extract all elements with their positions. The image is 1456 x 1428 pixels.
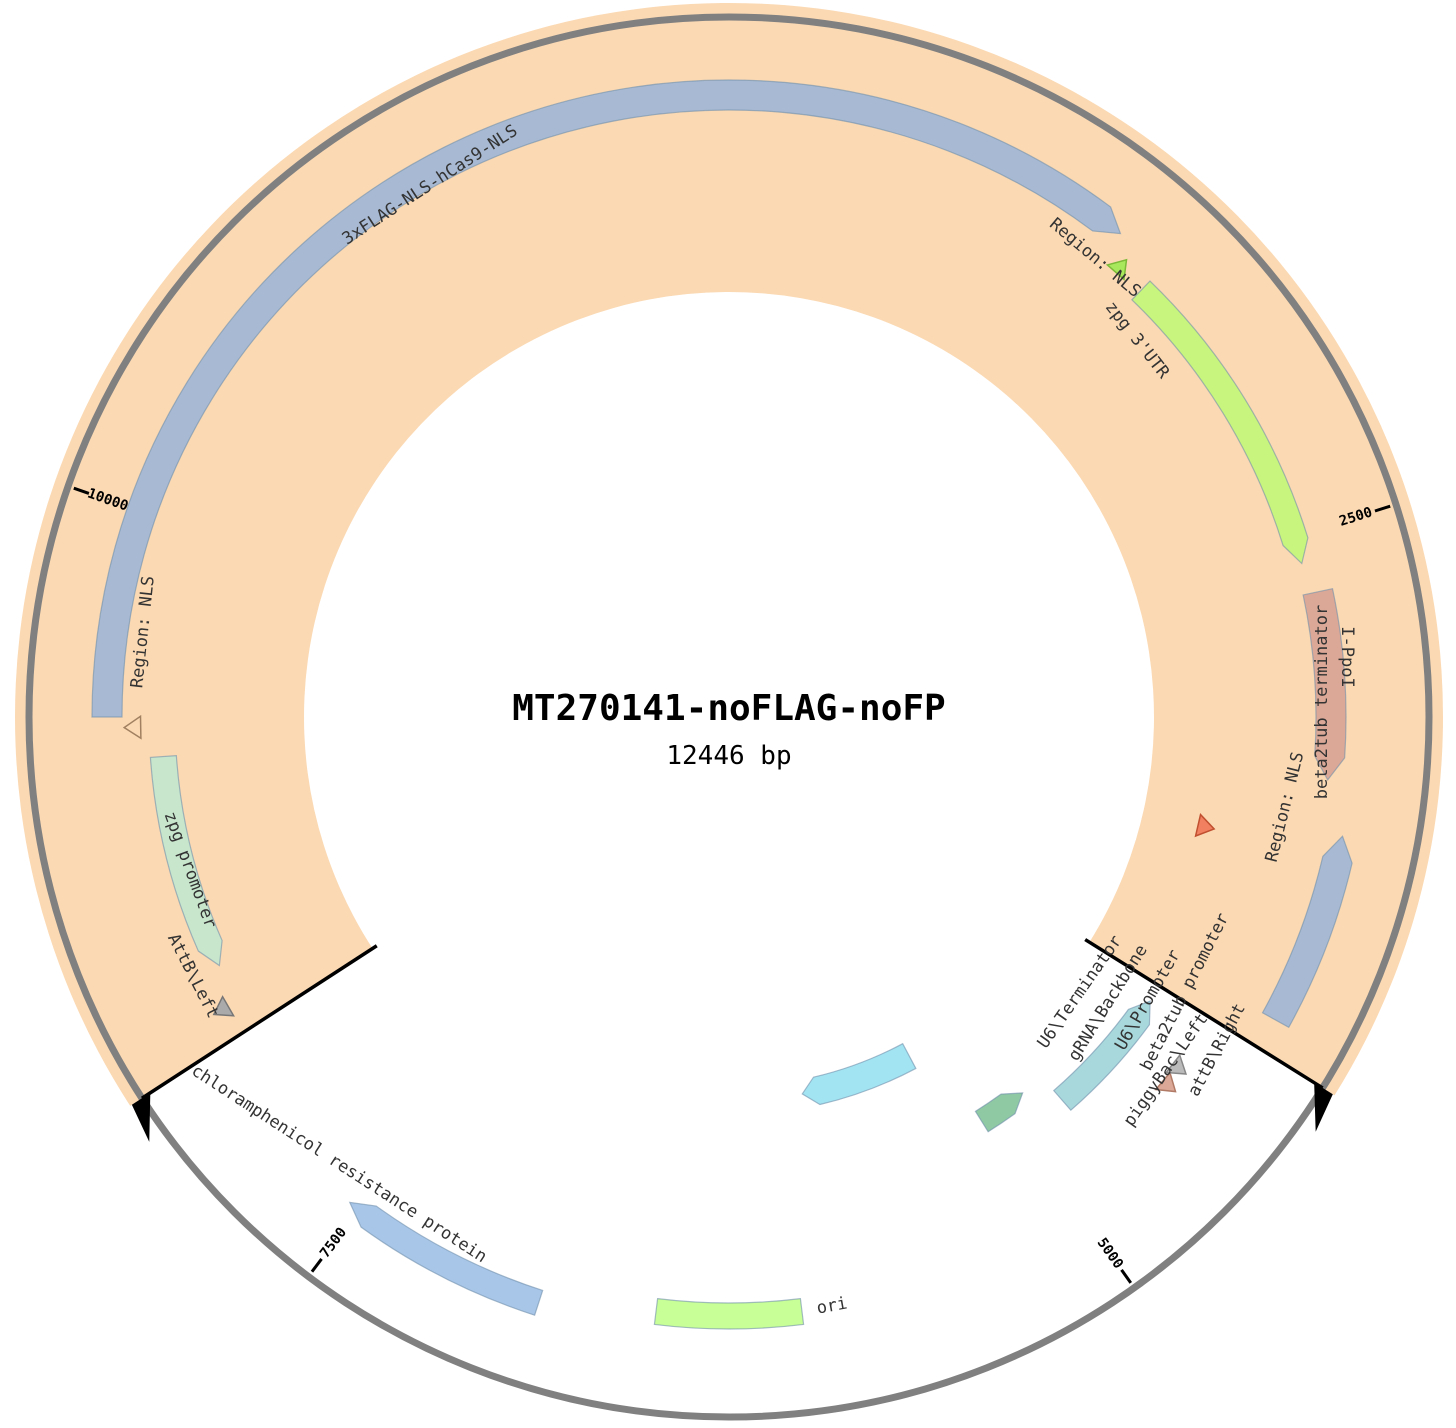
feature-arrow [91,79,1122,718]
feature-arrow [1052,1000,1151,1112]
tick-mark [310,1258,323,1273]
cut-right-arrow-icon [1314,1082,1333,1132]
region-marker-icon [1194,813,1216,838]
tick-mark [1374,504,1391,513]
region-marker-icon [1105,258,1128,281]
cut-left-arrow-icon [131,1092,151,1142]
feature-arrow [348,1201,544,1316]
tick-mark [1120,1268,1132,1284]
cut-sites [131,938,1333,1142]
feature-arrow [149,755,223,967]
feature-arrow [1261,835,1353,1029]
cut-left-line [140,944,378,1100]
region-marker-icon [1154,1071,1177,1093]
feature-arrows [91,79,1353,1330]
feature-label: beta2tub terminator [1312,605,1332,799]
backbone-ring [25,13,1433,1421]
tick-mark [73,486,90,495]
region-marker-icon [212,995,235,1017]
region-markers [122,258,1216,1093]
feature-arrow [974,1092,1024,1133]
region-marker-icon [122,714,142,740]
feature-arrow [1131,280,1309,565]
tick-label: 5000 [1094,1235,1127,1272]
plasmid-name: MT270141-noFLAG-noFP [512,688,945,729]
feature-arrow [801,1042,917,1106]
plasmid-length: 12446 bp [666,741,791,771]
feature-arrow [653,1297,805,1330]
feature-label: ori [815,1293,849,1318]
region-marker-icon [1164,1053,1188,1075]
feature-label: I-PpoI [1337,626,1357,687]
feature-arrow [1302,588,1347,782]
tick-label: 7500 [317,1225,350,1262]
cut-right-line [1084,938,1324,1090]
highlight-region [15,2,1444,1106]
